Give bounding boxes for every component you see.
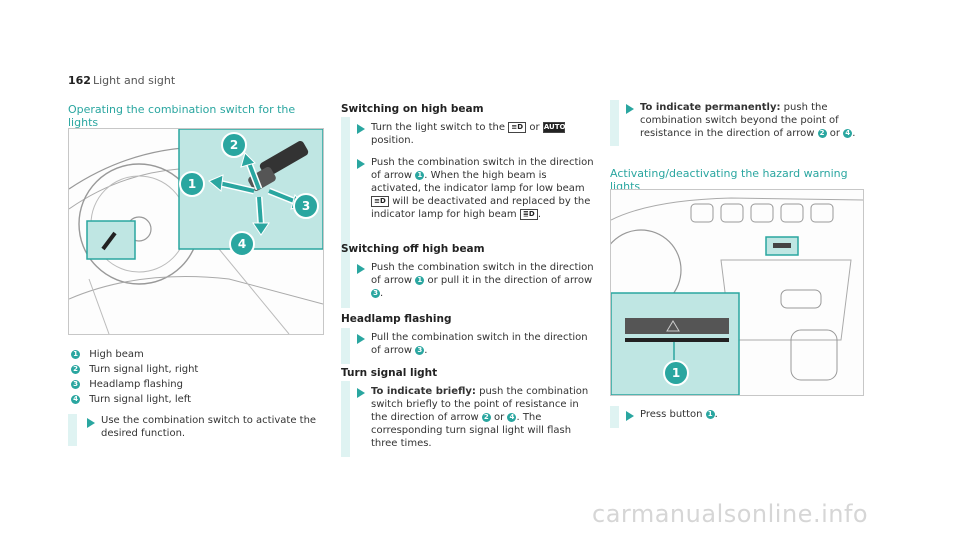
- watermark: carmanualsonline.info: [592, 500, 869, 528]
- combination-switch-figure: 1 2 3 4: [68, 128, 324, 335]
- step-flashing: Pull the combination switch in the direc…: [371, 332, 588, 356]
- callout-1: 1: [663, 360, 689, 386]
- legend-number: 3: [71, 379, 80, 389]
- step-marker-bar: [341, 328, 350, 364]
- arrow-number: 1: [415, 170, 425, 180]
- step-bold-lead: To indicate briefly:: [371, 386, 476, 397]
- arrow-number: 1: [705, 409, 715, 419]
- heading-switching-off-high-beam: Switching off high beam: [341, 243, 485, 255]
- arrow-bullet-icon: [626, 104, 634, 114]
- instruction-text: Use the combination switch to activate t…: [101, 415, 317, 439]
- step-marker-bar: [341, 258, 350, 308]
- step-indicate-permanently: To indicate permanently: push the combin…: [640, 102, 856, 139]
- legend-item: 3 Headlamp flashing: [71, 379, 183, 390]
- step-press-button: Press button 1.: [640, 409, 718, 420]
- step-text: push the combination switch briefly to t…: [371, 386, 589, 423]
- step-text: Push the combination switch in the direc…: [371, 262, 594, 286]
- step-marker-bar: [341, 381, 350, 457]
- legend-item: 4 Turn signal light, left: [71, 394, 191, 405]
- page-number: 162: [68, 74, 91, 87]
- step-text: Press button: [640, 409, 703, 420]
- arrow-bullet-icon: [87, 418, 95, 428]
- step-marker-bar: [610, 100, 619, 146]
- step-text: push the combination switch beyond the p…: [640, 102, 839, 139]
- step-text: or: [529, 122, 540, 133]
- arrow-number: 1: [415, 275, 425, 285]
- step-text: or: [829, 128, 841, 139]
- step-marker-bar: [610, 406, 619, 428]
- step-text: Pull the combination switch in the direc…: [371, 332, 588, 356]
- callout-2: 2: [221, 132, 247, 158]
- step-text: position.: [371, 135, 414, 146]
- arrow-bullet-icon: [357, 159, 365, 169]
- step-text: The corresponding turn signal light will…: [371, 412, 572, 449]
- arrow-bullet-icon: [357, 334, 365, 344]
- legend-number: 2: [71, 364, 80, 374]
- step-indicate-briefly: To indicate briefly: push the combinatio…: [371, 386, 589, 449]
- legend-label: Turn signal light, right: [89, 364, 199, 375]
- callout-4: 4: [229, 231, 255, 257]
- step-text: will be deactivated and replaced by the …: [371, 196, 591, 220]
- legend-label: Turn signal light, left: [89, 394, 192, 405]
- legend-number: 4: [71, 394, 80, 404]
- legend-number: 1: [71, 349, 80, 359]
- step-marker-bar: [68, 414, 77, 446]
- legend-label: Headlamp flashing: [89, 379, 183, 390]
- arrow-bullet-icon: [626, 411, 634, 421]
- step-switch-off: Push the combination switch in the direc…: [371, 262, 594, 299]
- headlamp-icon: ≡D: [508, 121, 527, 133]
- hazard-button-figure: 1: [610, 189, 864, 396]
- dashboard-illustration: [611, 197, 863, 395]
- legend-item: 1 High beam: [71, 349, 144, 360]
- legend-label: High beam: [89, 349, 144, 360]
- step-marker-bar: [341, 117, 350, 263]
- high-beam-icon: ≣D: [519, 208, 538, 220]
- auto-icon: AUTO: [542, 121, 566, 133]
- page-header-title: Light and sight: [93, 74, 176, 87]
- step-text: When the high beam is activated, the ind…: [371, 170, 585, 194]
- heading-headlamp-flashing: Headlamp flashing: [341, 313, 452, 325]
- arrow-bullet-icon: [357, 264, 365, 274]
- callout-3: 3: [293, 193, 319, 219]
- legend-item: 2 Turn signal light, right: [71, 364, 198, 375]
- arrow-number: 4: [843, 128, 853, 138]
- step-text: or: [494, 412, 505, 423]
- callout-1: 1: [179, 171, 205, 197]
- step-turn-light-switch: Turn the light switch to the ≡D or AUTO …: [371, 121, 597, 147]
- step-text: Push the combination switch in the direc…: [371, 157, 594, 181]
- arrow-number: 4: [507, 412, 517, 422]
- heading-turn-signal-light: Turn signal light: [341, 367, 438, 379]
- step-push-switch: Push the combination switch in the direc…: [371, 157, 594, 220]
- arrow-number: 2: [817, 128, 827, 138]
- arrow-number: 2: [481, 412, 491, 422]
- step-text: Turn the light switch to the: [371, 122, 506, 133]
- arrow-bullet-icon: [357, 388, 365, 398]
- arrow-number: 3: [371, 288, 380, 298]
- step-bold-lead: To indicate permanently:: [640, 102, 781, 113]
- arrow-bullet-icon: [357, 124, 365, 134]
- low-beam-icon: ≡D: [371, 195, 389, 207]
- arrow-number: 3: [415, 345, 425, 355]
- heading-switching-on-high-beam: Switching on high beam: [341, 103, 484, 115]
- step-text: or pull it in the direction of arrow: [427, 275, 593, 286]
- steering-wheel-illustration: [69, 129, 323, 334]
